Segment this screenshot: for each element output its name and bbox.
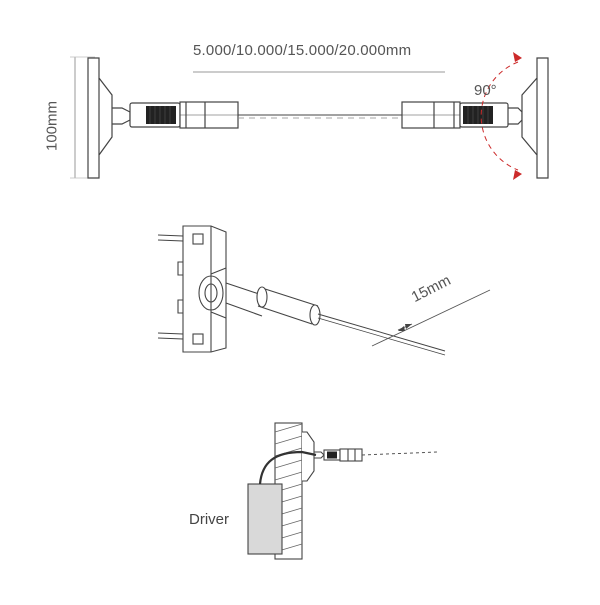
length-dimension-label: 5.000/10.000/15.000/20.000mm xyxy=(193,42,412,59)
section-mount-plate xyxy=(302,431,315,482)
right-connector xyxy=(401,101,509,129)
top-side-view xyxy=(70,52,549,180)
isometric-cable xyxy=(317,313,446,352)
red-arrow-down-icon xyxy=(513,170,522,180)
section-cable xyxy=(361,451,438,456)
rotation-arc xyxy=(480,52,522,180)
right-wall-plate xyxy=(508,57,549,179)
section-connector xyxy=(314,448,363,462)
left-connector xyxy=(129,101,239,129)
driver-label: Driver xyxy=(189,511,229,528)
rotation-angle-label: 90° xyxy=(474,82,497,99)
wall-mount-plate xyxy=(177,225,227,353)
driver-wire xyxy=(258,450,317,485)
driver-box xyxy=(247,483,283,555)
diameter-dimension xyxy=(371,289,491,347)
wall-section-view xyxy=(247,422,438,560)
height-dimension-label: 100mm xyxy=(43,100,61,152)
isometric-connector xyxy=(225,282,321,326)
isometric-view xyxy=(157,225,491,356)
red-arrow-up-icon xyxy=(513,52,522,62)
left-wall-plate xyxy=(87,57,131,179)
